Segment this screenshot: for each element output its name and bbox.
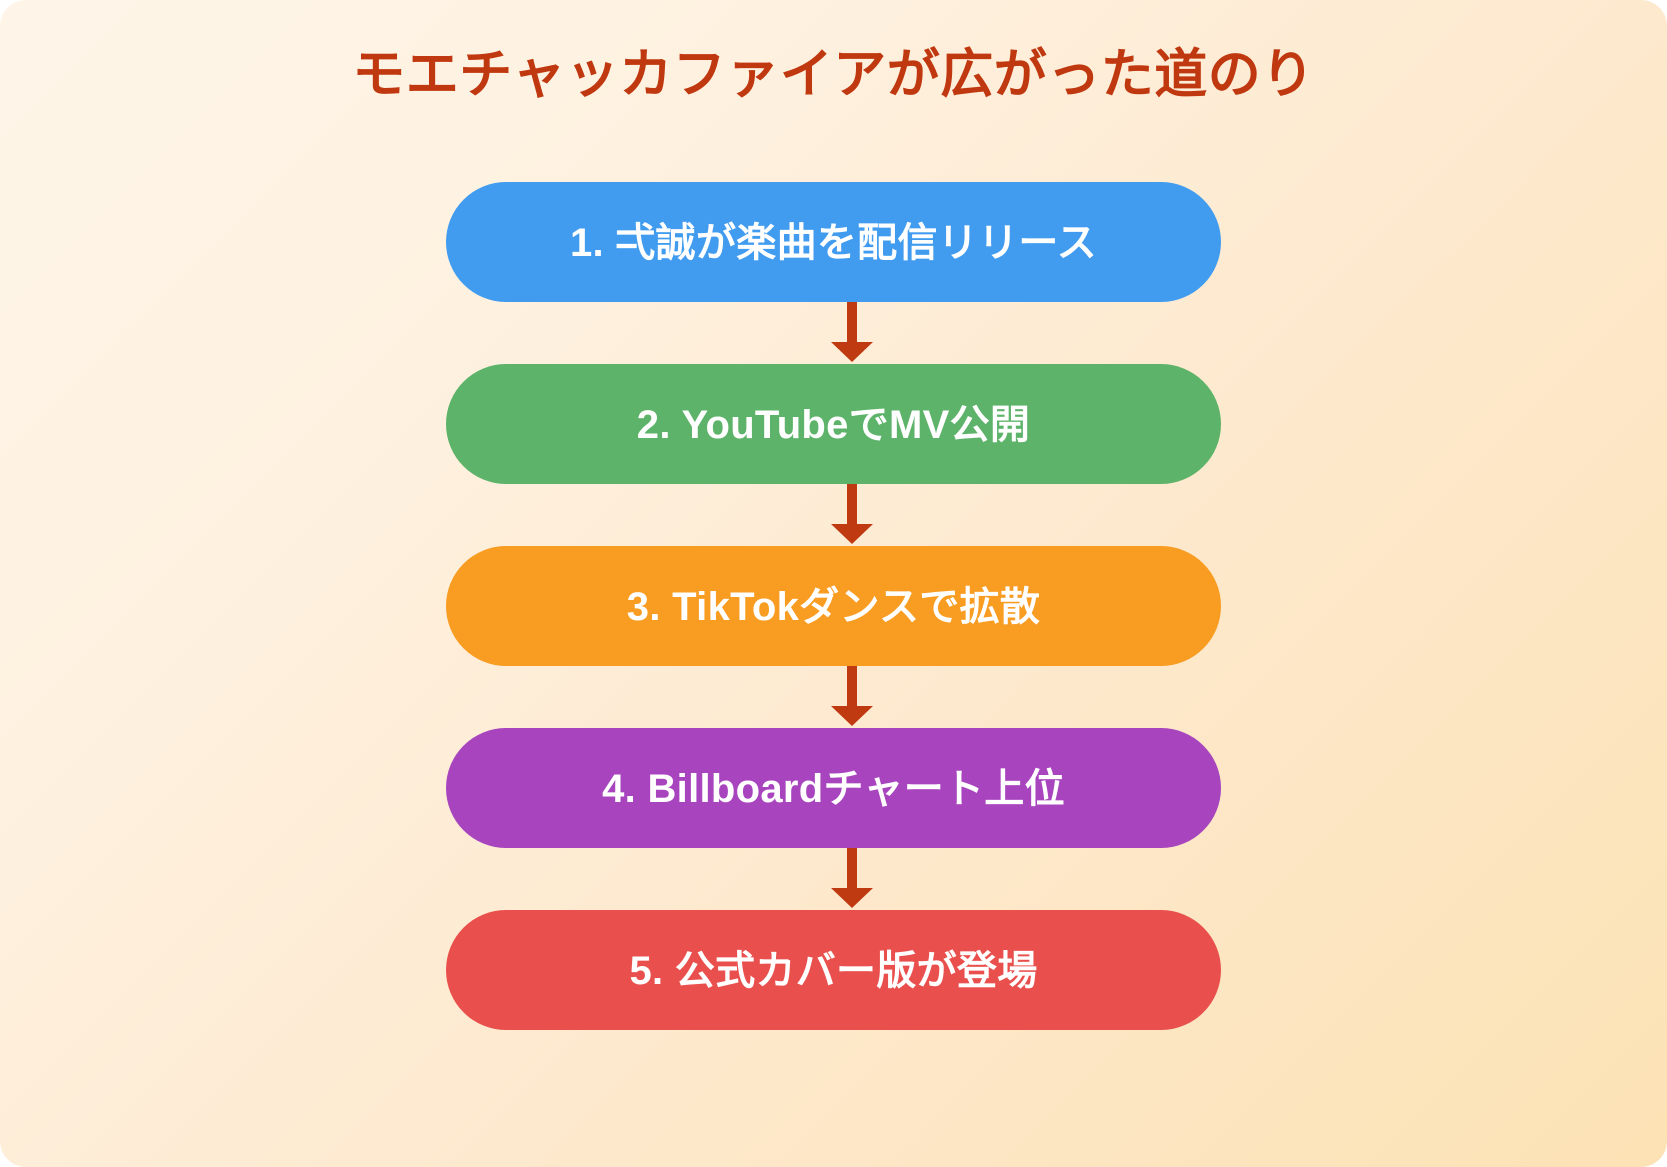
flow-node-3-label: 3. TikTokダンスで拡散 [626,585,1041,629]
flow-connector-4-5 [0,848,1667,910]
flow-node-4[interactable]: 4. Billboardチャート上位 [446,728,1221,848]
flow-node-5[interactable]: 5. 公式カバー版が登場 [446,910,1221,1030]
down-arrow-icon [830,484,873,544]
flow-node-2-label: 2. YouTubeでMV公開 [636,403,1031,447]
flow-node-2[interactable]: 2. YouTubeでMV公開 [446,364,1221,484]
flow-connector-1-2 [0,302,1667,364]
flow-connector-3-4 [0,666,1667,728]
flow-connector-2-3 [0,484,1667,546]
flow-node-1-label: 1. 弌誠が楽曲を配信リリース [570,221,1097,265]
down-arrow-icon [830,848,873,908]
flowchart: 1. 弌誠が楽曲を配信リリース 2. YouTubeでMV公開 3. TikTo… [0,182,1667,1030]
flow-node-3[interactable]: 3. TikTokダンスで拡散 [446,546,1221,666]
flow-node-4-label: 4. Billboardチャート上位 [602,767,1065,811]
flow-node-1[interactable]: 1. 弌誠が楽曲を配信リリース [446,182,1221,302]
page-title: モエチャッカファイアが広がった道のり [352,45,1315,104]
down-arrow-icon [830,666,873,726]
down-arrow-icon [830,302,873,362]
flow-node-5-label: 5. 公式カバー版が登場 [629,949,1038,993]
